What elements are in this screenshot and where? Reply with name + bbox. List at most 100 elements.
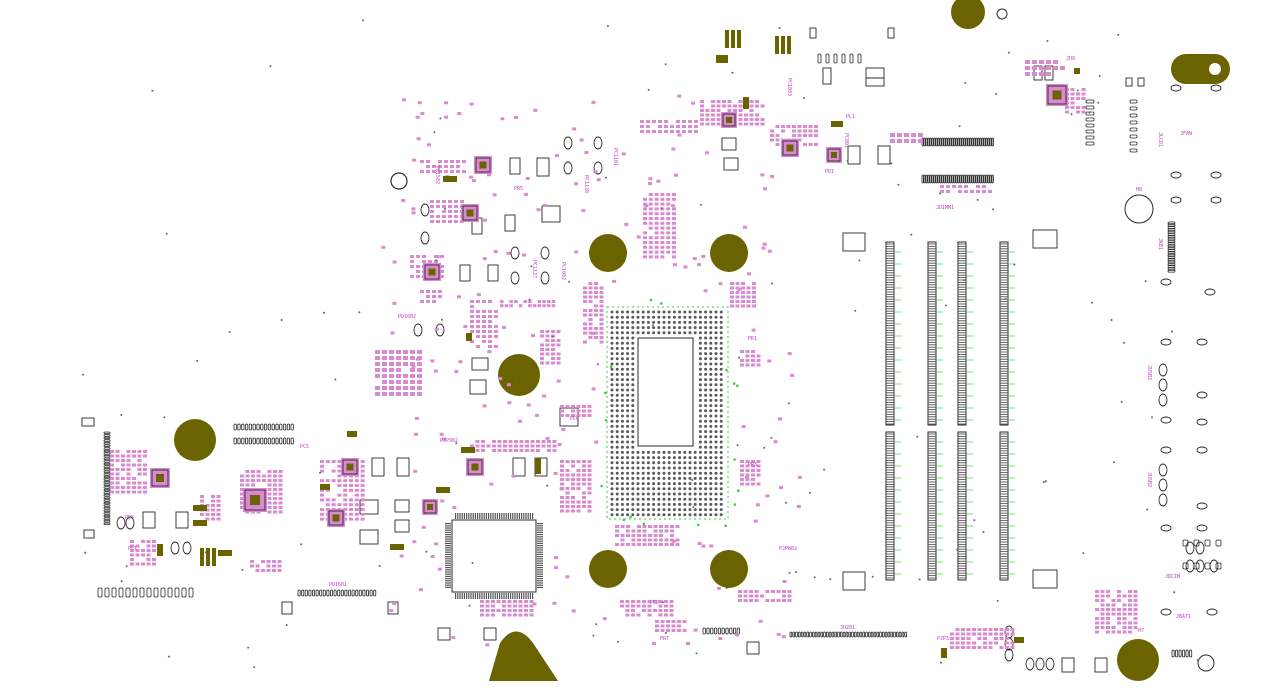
- bga-ball: [704, 404, 708, 408]
- pad-cluster: [660, 620, 665, 623]
- mounting-hole: [1117, 639, 1159, 681]
- qfp-pin: [537, 573, 543, 575]
- pad-cluster: [1122, 612, 1127, 616]
- pad-cluster: [470, 310, 474, 313]
- via: [661, 601, 664, 604]
- pad-cluster: [488, 335, 492, 338]
- pad-cluster: [482, 310, 486, 313]
- pad-cluster: [360, 488, 365, 492]
- pad-cluster: [983, 641, 987, 645]
- connector-pin: [733, 627, 737, 635]
- pad-cluster: [752, 304, 756, 308]
- bga-ball: [719, 476, 723, 480]
- oval-component: [1195, 559, 1205, 573]
- pad-cluster: [470, 315, 474, 318]
- pad-cluster: [576, 405, 581, 408]
- qfp-pin: [537, 542, 543, 544]
- loose-pad: [648, 182, 652, 185]
- pad-cluster: [653, 600, 657, 603]
- connector-pin: [870, 631, 874, 638]
- bga-ball: [709, 336, 713, 340]
- bga-ball: [704, 398, 708, 402]
- connector-pin: [322, 589, 326, 597]
- pad-cluster: [1100, 594, 1105, 598]
- bga-ball: [709, 310, 713, 314]
- pad-cluster: [654, 221, 659, 225]
- loose-pad: [691, 101, 696, 105]
- oval-component: [1196, 418, 1208, 426]
- pad-cluster: [705, 113, 710, 117]
- pad-cluster: [266, 560, 271, 563]
- pad-cluster: [454, 205, 458, 208]
- qfp-pin: [445, 578, 451, 580]
- pad-cluster: [576, 460, 581, 463]
- pad-cluster: [146, 562, 151, 566]
- bga-ball: [626, 466, 630, 470]
- pad-cluster: [700, 104, 704, 108]
- loose-pad: [392, 301, 397, 305]
- pad-cluster: [1117, 608, 1121, 611]
- bga-ball: [636, 310, 640, 314]
- bga-ball: [615, 435, 619, 439]
- component-body: [390, 544, 404, 550]
- bga-ball: [704, 320, 708, 324]
- qfp-pin: [537, 545, 543, 547]
- pad-cluster: [403, 356, 408, 360]
- loose-pad: [535, 413, 539, 417]
- via: [737, 489, 740, 493]
- oval-component: [1196, 446, 1208, 454]
- pad-cluster: [571, 478, 575, 481]
- connector-pin: [233, 423, 237, 431]
- bga-ball: [662, 461, 666, 465]
- via: [958, 125, 961, 128]
- connector-pin: [153, 587, 159, 598]
- pad-cluster: [529, 600, 534, 603]
- loose-pad: [770, 174, 775, 178]
- pad-cluster: [666, 250, 671, 254]
- pad-cluster: [658, 613, 663, 617]
- bga-ball: [620, 331, 624, 335]
- loose-pad: [773, 440, 778, 444]
- qfn-thermal-pad: [786, 144, 794, 152]
- bga-ball: [636, 476, 640, 480]
- pad-cluster: [745, 473, 750, 477]
- pad-cluster: [126, 450, 131, 453]
- bga-ball: [610, 409, 614, 413]
- pad-cluster: [396, 374, 401, 378]
- pad-cluster: [803, 129, 807, 133]
- connector-pin: [957, 137, 960, 147]
- bga-ball: [704, 310, 708, 314]
- qfp-pin: [529, 593, 531, 599]
- pad-cluster: [560, 464, 564, 468]
- pad-cluster: [1095, 630, 1099, 634]
- bga-ball: [698, 430, 702, 434]
- pad-cluster: [654, 231, 659, 235]
- bga-ball: [620, 357, 624, 361]
- pad-cluster: [360, 460, 365, 463]
- connector-pin: [1129, 148, 1138, 153]
- pad-cluster: [576, 469, 581, 472]
- bga-ball: [698, 341, 702, 345]
- pad-cluster: [1053, 60, 1058, 64]
- bga-ball: [652, 508, 656, 512]
- bga-ball: [615, 331, 619, 335]
- pad-cluster: [438, 295, 442, 298]
- qfp-pin: [537, 584, 543, 586]
- via: [435, 259, 438, 262]
- pad-cluster: [727, 100, 732, 103]
- pad-cluster: [588, 322, 593, 326]
- loose-pad: [411, 211, 416, 215]
- bga-ball: [693, 315, 697, 319]
- bga-ball: [693, 466, 697, 470]
- pad-cluster: [416, 270, 420, 273]
- pad-cluster: [560, 496, 564, 499]
- pad-cluster: [360, 474, 365, 478]
- pad-cluster: [770, 138, 774, 142]
- loose-pad: [458, 360, 463, 364]
- pad-cluster: [382, 362, 387, 366]
- pad-cluster: [746, 300, 751, 303]
- label-pd1: PD1: [825, 169, 834, 175]
- pad-cluster: [587, 487, 592, 490]
- pad-cluster: [509, 304, 513, 308]
- bga-ball: [672, 487, 676, 491]
